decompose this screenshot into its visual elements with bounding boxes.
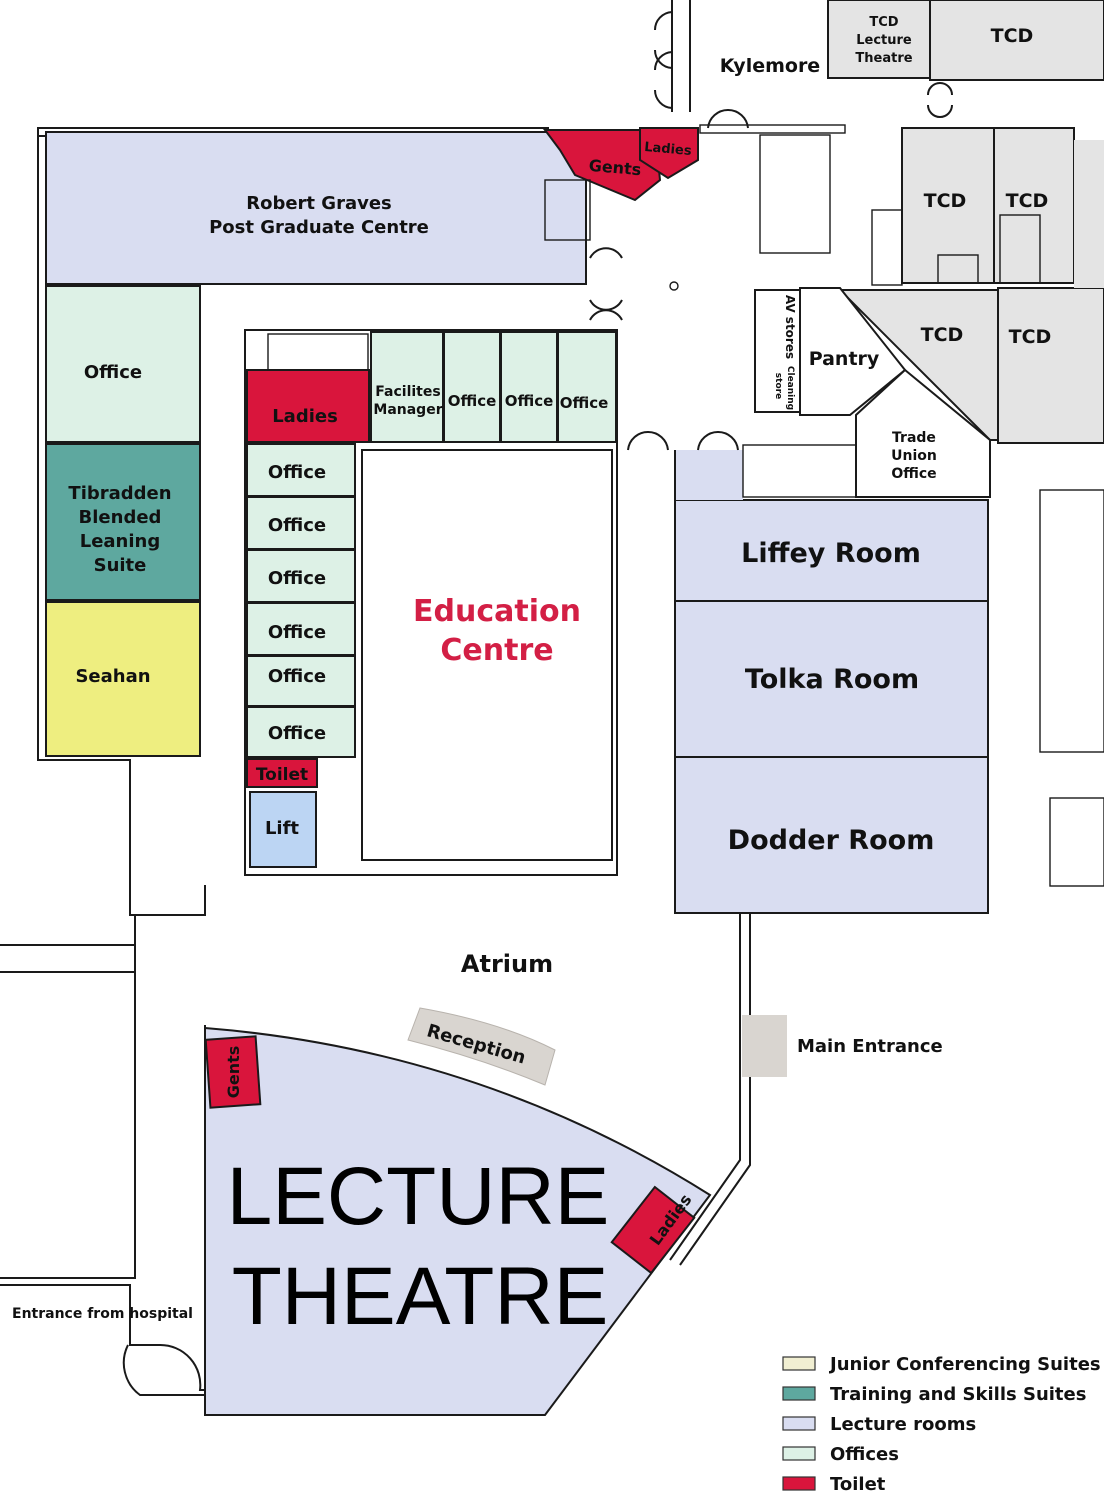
office-column-2[interactable] [246,496,356,550]
cleaning-store-label-1: Cleaning [785,366,795,410]
ladies-toilet-middle[interactable] [246,369,370,443]
entrance-hospital-label: Entrance from hospital [12,1306,193,1322]
kylemore-label: Kylemore [720,55,820,77]
gents-label-theatre: Gents [224,1046,243,1099]
office-left[interactable] [45,285,201,443]
facilities-label-1: Facilites [375,384,440,400]
tcd-room-lower-right[interactable] [997,287,1104,444]
education-centre-label-2: Centre [440,633,553,668]
tcd-room-mid-right[interactable] [993,127,1075,284]
trade-union-label-1: Trade [892,430,936,446]
dodder-room-label: Dodder Room [728,825,935,856]
legend-label: Junior Conferencing Suites [828,1354,1101,1375]
seahan-label: Seahan [75,666,150,687]
office-middle-2[interactable] [500,331,558,443]
pantry-label: Pantry [809,348,880,370]
office-column-2-label: Office [268,515,326,536]
trade-union-label-2: Union [891,448,937,464]
toilet-label: Toilet [256,765,308,785]
legend-label: Offices [830,1444,899,1465]
cleaning-store-label-2: store [773,373,783,399]
legend-swatch [782,1446,816,1461]
av-stores[interactable] [754,289,801,413]
seahan-room[interactable] [45,601,201,757]
atrium-label: Atrium [461,950,553,978]
legend-label: Lecture rooms [830,1414,976,1435]
lecture-theatre-label-1: LECTURE [227,1151,610,1242]
tcd-area [827,0,1104,444]
tibradden-label-1: Tibradden [68,483,171,504]
trade-union-label-3: Office [891,466,936,482]
tibradden-label-4: Suite [94,555,147,576]
office-column-1-label: Office [268,462,326,483]
reception-desk[interactable] [407,1007,556,1086]
gents-toilet-theatre[interactable] [204,1035,262,1109]
ladies-label-top: Ladies [644,140,693,159]
facilities-manager-office[interactable] [370,331,444,443]
tcd-lecture-label-3: Theatre [855,51,912,66]
office-column-5[interactable] [246,655,356,707]
legend-label: Training and Skills Suites [830,1384,1086,1405]
education-centre[interactable] [361,449,613,861]
trade-union-office[interactable] [855,368,991,498]
toilet-small[interactable] [246,758,318,788]
kylemore-doors [653,11,953,129]
gents-label-top: Gents [588,156,642,180]
robert-graves-centre[interactable] [45,131,587,285]
tcd-room-top[interactable] [929,0,1104,81]
tolka-room[interactable] [674,600,989,758]
ladies-label-middle: Ladies [272,406,338,427]
legend-swatch [782,1386,816,1401]
liffey-room-label: Liffey Room [741,538,921,569]
lecture-theatre[interactable] [204,1026,712,1416]
lift-label: Lift [265,818,299,839]
office-middle-3[interactable] [557,331,617,443]
dodder-room[interactable] [674,756,989,914]
tcd-lecture-label-1: TCD [869,15,898,30]
av-stores-label: AV stores [783,295,797,359]
office-middle-3-label: Office [560,394,609,412]
tibradden-suite[interactable] [45,443,201,601]
tcd-label-mid-right: TCD [1006,190,1049,212]
tcd-label-lower-right: TCD [1009,326,1052,348]
main-entrance-door[interactable] [742,1015,787,1077]
office-middle-1[interactable] [443,331,501,443]
facilities-label-2: Manager [373,402,442,418]
main-entrance-label: Main Entrance [797,1036,943,1057]
office-column-5-label: Office [268,666,326,687]
tcd-label-diagonal: TCD [921,324,964,346]
tcd-label-top: TCD [991,25,1034,47]
legend-label: Toilet [830,1474,886,1495]
office-column-3-label: Office [268,568,326,589]
legend-swatch [782,1476,816,1491]
robert-graves-label-2: Post Graduate Centre [209,217,429,238]
tcd-lecture-label-2: Lecture [856,33,912,48]
office-left-label: Office [84,362,142,383]
legend-swatch [782,1356,816,1371]
lift[interactable] [249,791,317,868]
liffey-room[interactable] [674,499,989,602]
tibradden-label-3: Leaning [80,531,161,552]
lecture-theatre-label-2: THEATRE [232,1251,609,1342]
office-middle-1-label: Office [448,392,497,410]
office-column-3[interactable] [246,549,356,603]
tibradden-label-2: Blended [79,507,162,528]
tcd-lecture-theatre-room[interactable] [827,0,931,79]
education-centre-label-1: Education [413,594,581,629]
tcd-label-mid-left: TCD [924,190,967,212]
ladies-toilet-top[interactable] [639,127,699,180]
office-column-6[interactable] [246,706,356,758]
office-column-6-label: Office [268,723,326,744]
office-column-4-label: Office [268,622,326,643]
legend-swatch [782,1416,816,1431]
robert-graves-label-1: Robert Graves [246,193,392,214]
ladies-toilet-theatre[interactable] [610,1185,696,1275]
office-middle-2-label: Office [505,392,554,410]
tolka-room-label: Tolka Room [745,664,919,695]
